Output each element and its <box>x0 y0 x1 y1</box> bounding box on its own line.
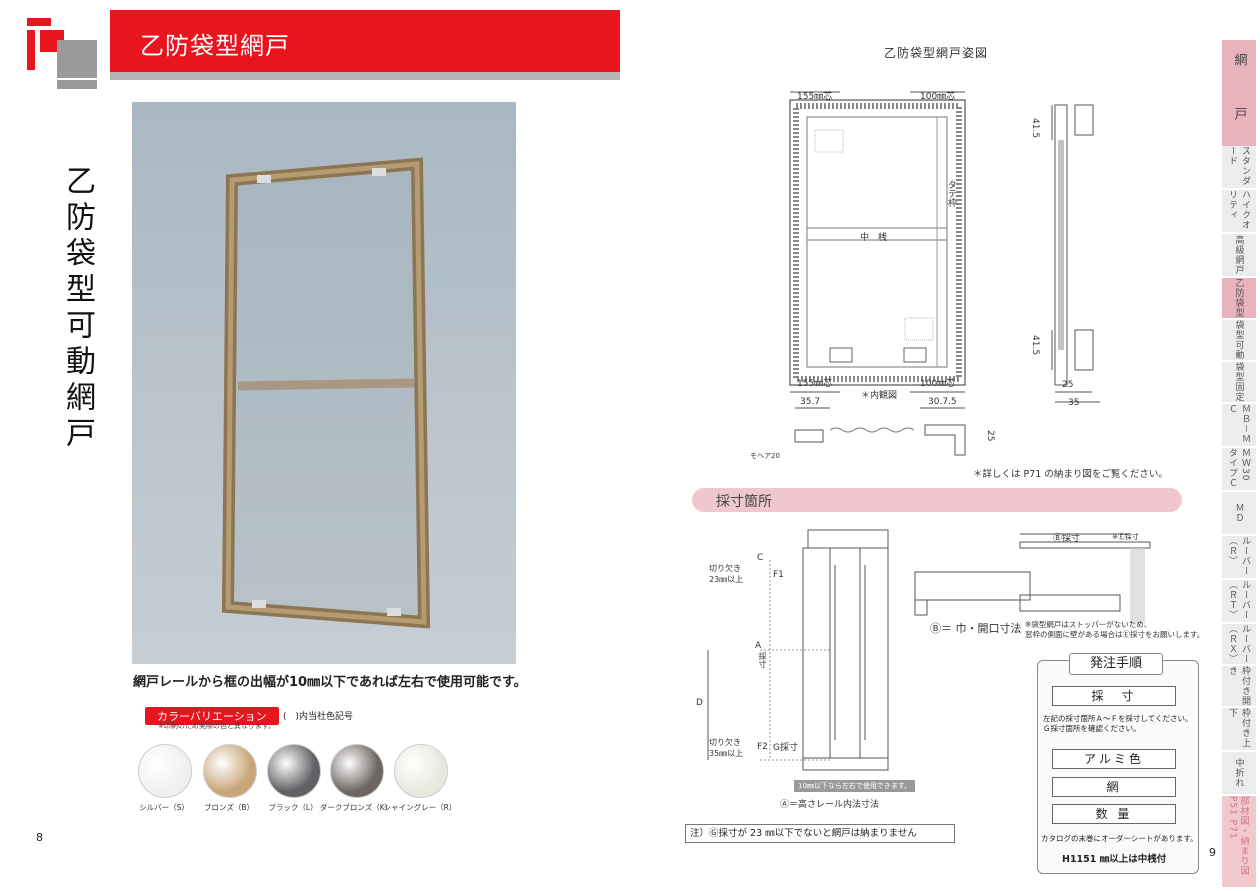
dim-top-left: 155㎜芯 <box>797 92 833 102</box>
color-swatch <box>330 744 384 798</box>
side-tab[interactable]: 中折れ <box>1222 752 1256 796</box>
side-tab[interactable]: ルーバー（Ｒ） <box>1222 536 1256 580</box>
side-tab[interactable]: 高級網戸 <box>1222 234 1256 278</box>
b-saisun: Ⓑ採寸 <box>1053 534 1081 544</box>
measure-section-title: 採寸箇所 <box>716 494 772 510</box>
f2-mark: F2 <box>757 742 768 752</box>
dim-bottom-right: 100㎜芯 <box>920 379 956 389</box>
order-step-desc: 左記の採寸箇所Ａ～Ｆを採寸してください。 Ｇ採寸箇所を確認ください。 <box>1043 714 1193 733</box>
usage-caption: 網戸レールから框の出幅が10㎜以下であれば左右で使用可能です。 <box>133 675 527 690</box>
mohair-label: モヘア20 <box>750 452 780 460</box>
product-photo <box>132 102 516 664</box>
dim-sec-h: 25 <box>985 430 995 442</box>
h-note: H1151 ㎜以上は中桟付 <box>1062 854 1167 865</box>
caution-note: 注）Ⓖ採寸が 23 ㎜以下でないと網戸は納まりません <box>685 824 955 843</box>
dim-side-top: 41.5 <box>1030 118 1040 139</box>
side-tab[interactable]: 網 戸 <box>1222 40 1256 148</box>
color-swatch <box>203 744 257 798</box>
order-step-quantity: 数 量 <box>1052 804 1176 824</box>
order-sheet-note: カタログの末巻にオーダーシートがあります。 <box>1041 834 1198 843</box>
dim-side-25: 25 <box>1062 380 1074 390</box>
a-definition: Ⓐ＝高さレール内法寸法 <box>780 800 880 810</box>
dim-top-right: 100㎜芯 <box>920 92 956 102</box>
print-color-note: ※印刷のため実際の色と異なります。 <box>158 722 276 730</box>
header-bar <box>110 10 620 72</box>
c-label: C <box>757 553 764 563</box>
color-swatch-label: シルバー（S） <box>139 803 189 812</box>
b-definition: Ⓑ＝ 巾・開口寸法 <box>930 622 1022 635</box>
dim-sec-left: 35.7 <box>800 397 821 407</box>
order-step-net: 網 <box>1052 777 1176 797</box>
order-step-color: アルミ色 <box>1052 749 1176 769</box>
dim-side-35: 35 <box>1068 398 1080 408</box>
dim-side-bottom: 41.5 <box>1030 335 1040 356</box>
order-step-saisun: 採 寸 <box>1052 686 1176 706</box>
tate-waku-label: タテ枠 <box>946 180 956 207</box>
measure-diagram <box>707 529 1151 771</box>
side-tab[interactable]: ルーバー（ＲＴ） <box>1222 580 1256 624</box>
page-number-right: 9 <box>1209 846 1216 859</box>
color-swatch <box>138 744 192 798</box>
color-swatch <box>267 744 321 798</box>
color-swatch-label: シャイングレー（R） <box>383 803 457 812</box>
color-swatch-label: ブラック（L） <box>268 803 318 812</box>
header-underline <box>110 72 620 80</box>
side-tab[interactable]: ＭＢ－ＭＣ <box>1222 404 1256 448</box>
color-variation-label: カラーバリエーション <box>145 707 279 725</box>
b-stopper-note: ※袋型網戸はストッパーがないため、 窓枠の側面に壁がある場合はⒺ採寸をお願いしま… <box>1025 620 1205 639</box>
side-tab[interactable]: スタンダード <box>1222 146 1256 190</box>
side-tab[interactable]: 袋型固定 <box>1222 362 1256 404</box>
d-label: D <box>696 698 703 708</box>
side-tab[interactable]: ハイクオリティ <box>1222 190 1256 234</box>
side-tab[interactable]: 袋型可動 <box>1222 320 1256 362</box>
side-tab[interactable]: 部材図・納まり図 P51 P71 <box>1222 796 1256 889</box>
f1-mark: F1 <box>773 570 784 580</box>
f1-note: 切り欠き 23㎜以上 <box>709 564 744 584</box>
page-title: 乙防袋型網戸 <box>140 32 290 60</box>
color-swatch <box>394 744 448 798</box>
side-tab[interactable]: ルーバー（ＲＸ） <box>1222 624 1256 666</box>
side-tab[interactable]: 枠付き上下 <box>1222 708 1256 752</box>
a-label: A <box>755 641 762 651</box>
side-tab[interactable]: ＭＤ <box>1222 492 1256 536</box>
e-saisun: ※Ⓔ採寸 <box>1112 533 1139 541</box>
note-10mm: 10㎜以下なら左右で使用できます。 <box>794 780 916 792</box>
measure-section-bar <box>692 488 1182 512</box>
a-saisun: 採寸 <box>758 652 767 668</box>
elevation-diagram <box>789 91 1100 456</box>
color-code-note: ( )内当社色記号 <box>283 712 354 722</box>
diagram-title: 乙防袋型網戸姿図 <box>884 46 989 60</box>
f2-note: 切り欠き 35㎜以上 <box>709 738 744 758</box>
inner-view-label: ＊内観図 <box>861 391 898 401</box>
dim-sec-right: 30.7.5 <box>928 397 957 407</box>
side-tab[interactable]: 枠付き開き <box>1222 666 1256 708</box>
dim-bottom-left: 155㎜芯 <box>797 379 833 389</box>
g-label: G採寸 <box>773 743 798 753</box>
side-tab[interactable]: ＭＷ30タイプＣ <box>1222 448 1256 492</box>
detail-note: ＊詳しくは P71 の納まり図をご覧ください。 <box>973 469 1168 480</box>
product-title: 乙防袋型可動網戸 <box>60 165 95 453</box>
page-number-left: 8 <box>36 831 43 844</box>
side-tab[interactable]: 乙防袋型 <box>1222 278 1256 320</box>
color-swatch-label: ダークブロンズ（K） <box>319 803 393 812</box>
order-procedure-title: 発注手順 <box>1069 653 1163 675</box>
color-swatch-label: ブロンズ（B） <box>204 803 254 812</box>
naka-san-label: 中 桟 <box>860 233 888 243</box>
